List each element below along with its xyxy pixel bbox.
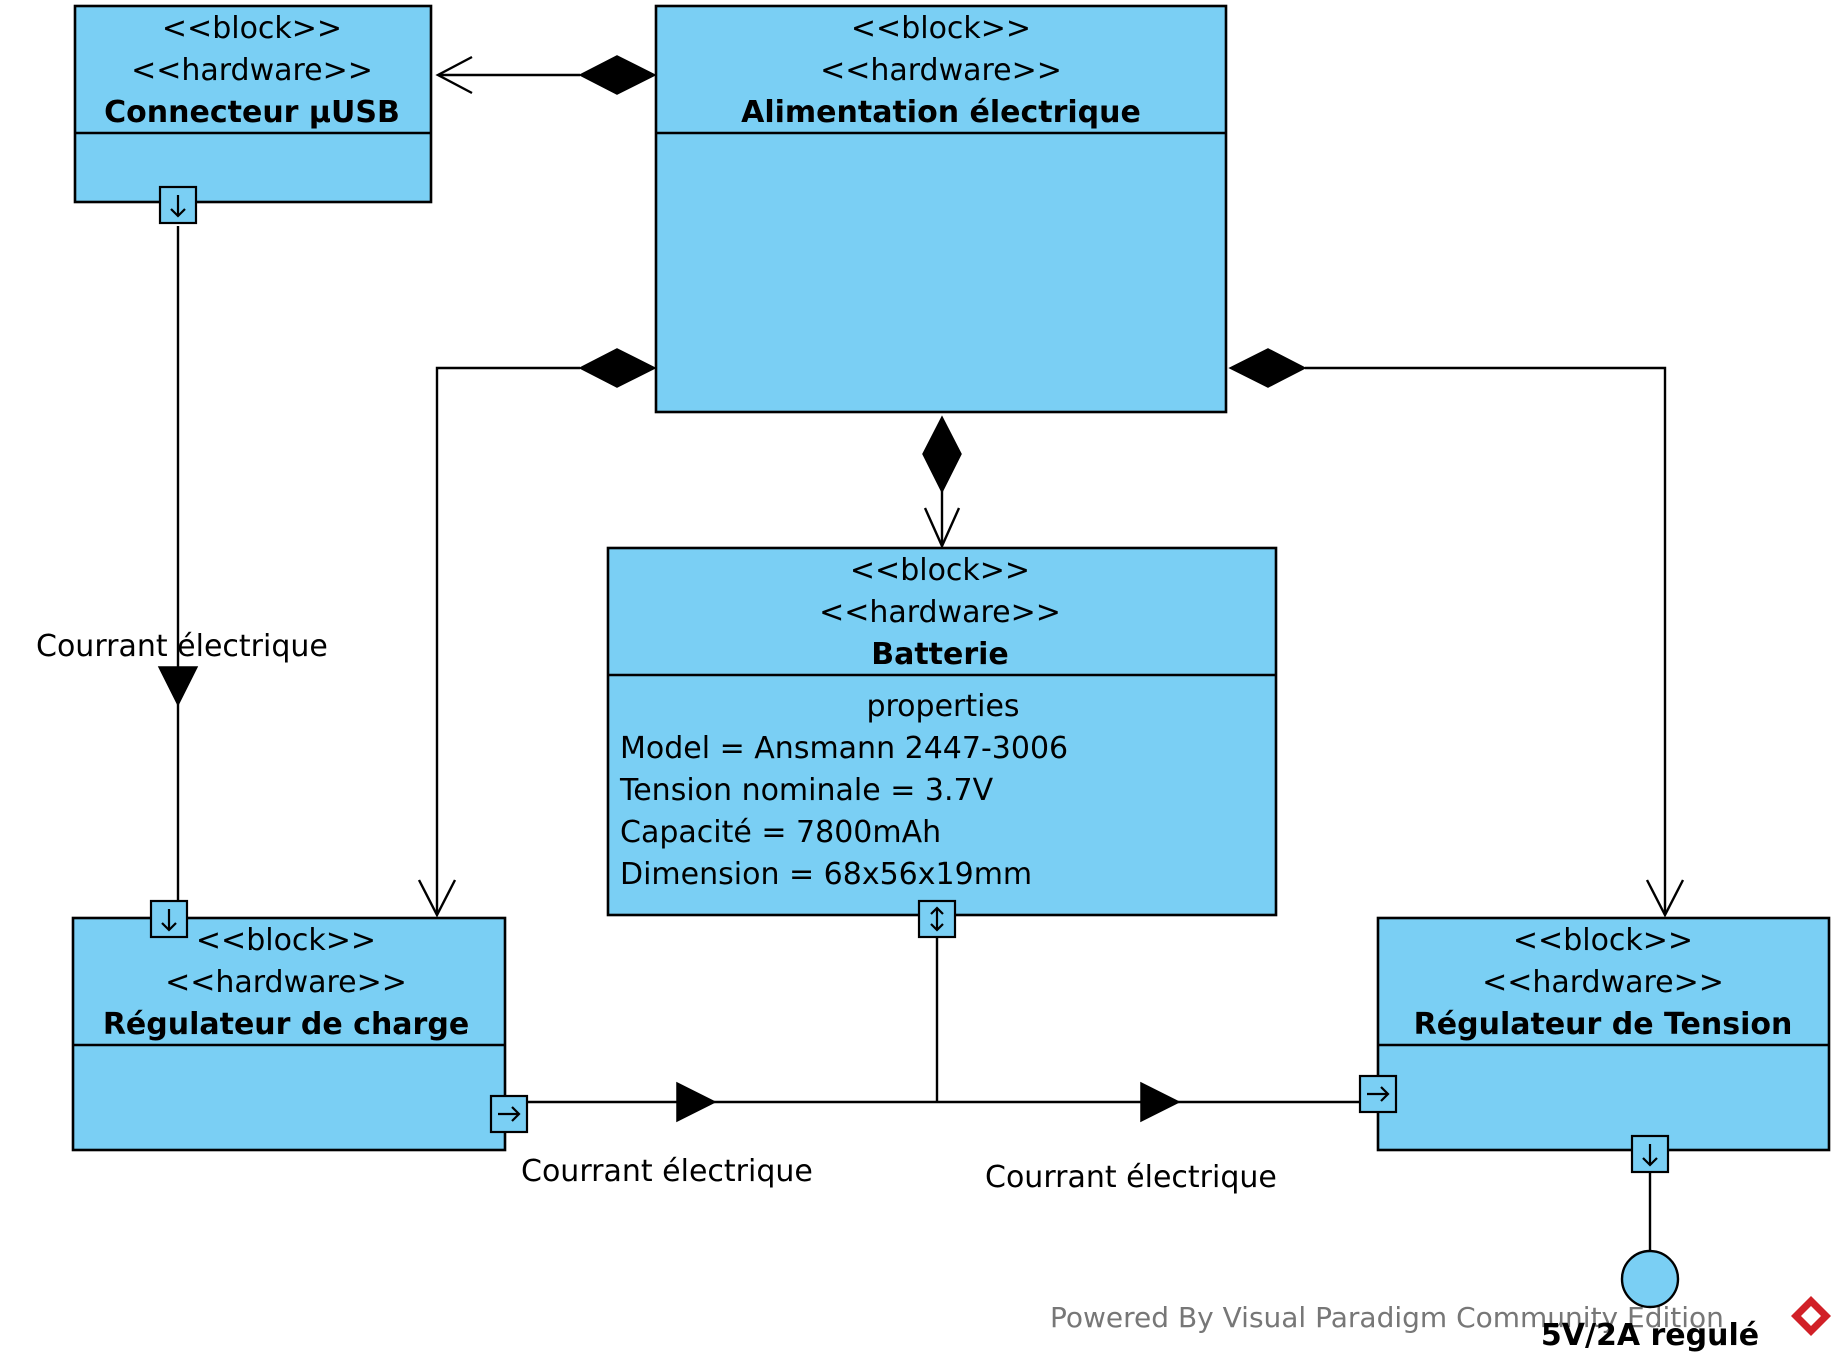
flow-label-charge-to-bus: Courrant électrique	[521, 1154, 813, 1189]
block-stereotype: <<hardware>>	[1482, 965, 1724, 1000]
watermark-text: Powered By Visual Paradigm Community Edi…	[1050, 1301, 1724, 1334]
block-stereotype: <<hardware>>	[819, 595, 1061, 630]
composition-alimentation-connecteur	[435, 55, 657, 95]
interface-label: 5V/2A regulé	[1541, 1318, 1759, 1353]
property-dimension: Dimension = 68x56x19mm	[620, 857, 1032, 892]
block-name: Régulateur de charge	[103, 1007, 469, 1042]
block-alimentation-electrique[interactable]: <<block>> <<hardware>> Alimentation élec…	[654, 4, 1228, 414]
block-name: Régulateur de Tension	[1414, 1007, 1793, 1042]
port-connecteur-out[interactable]	[158, 185, 198, 225]
composition-alimentation-regulateur-charge	[417, 348, 657, 918]
port-regulateur-tension-out[interactable]	[1630, 1134, 1670, 1174]
block-name: Batterie	[871, 637, 1009, 672]
flow-charge-to-tension	[527, 1081, 1360, 1123]
block-stereotype: <<hardware>>	[131, 53, 373, 88]
property-tension: Tension nominale = 3.7V	[619, 773, 994, 808]
port-regulateur-charge-out[interactable]	[489, 1094, 529, 1134]
compartment-title: properties	[866, 689, 1019, 724]
block-stereotype: <<block>>	[196, 923, 376, 958]
port-regulateur-tension-in[interactable]	[1358, 1074, 1398, 1114]
flow-usb-to-charge	[157, 226, 199, 900]
flow-label-usb-to-charge: Courrant électrique	[36, 629, 328, 664]
block-batterie[interactable]: <<block>> <<hardware>> Batterie properti…	[606, 546, 1278, 917]
block-regulateur-charge[interactable]: <<block>> <<hardware>> Régulateur de cha…	[71, 916, 507, 1152]
block-regulateur-tension[interactable]: <<block>> <<hardware>> Régulateur de Ten…	[1376, 916, 1831, 1152]
port-batterie-inout[interactable]	[917, 899, 957, 939]
interface-lollipop-icon[interactable]	[1620, 1249, 1680, 1309]
block-name: Connecteur µUSB	[104, 95, 400, 130]
block-stereotype: <<block>>	[1513, 923, 1693, 958]
block-name: Alimentation électrique	[741, 95, 1141, 130]
block-stereotype: <<hardware>>	[820, 53, 1062, 88]
block-stereotype: <<hardware>>	[165, 965, 407, 1000]
port-regulateur-charge-in[interactable]	[149, 899, 189, 939]
flow-label-bus-to-tension: Courrant électrique	[985, 1160, 1277, 1195]
connectors	[157, 55, 1685, 1250]
block-stereotype: <<block>>	[162, 11, 342, 46]
composition-alimentation-batterie	[922, 415, 962, 549]
block-stereotype: <<block>>	[850, 553, 1030, 588]
property-capacite: Capacité = 7800mAh	[620, 815, 941, 850]
block-stereotype: <<block>>	[851, 11, 1031, 46]
visual-paradigm-logo-icon	[1791, 1296, 1831, 1336]
block-connecteur-usb[interactable]: <<block>> <<hardware>> Connecteur µUSB	[73, 4, 433, 204]
property-model: Model = Ansmann 2447-3006	[620, 731, 1068, 766]
composition-alimentation-regulateur-tension	[1228, 348, 1685, 918]
